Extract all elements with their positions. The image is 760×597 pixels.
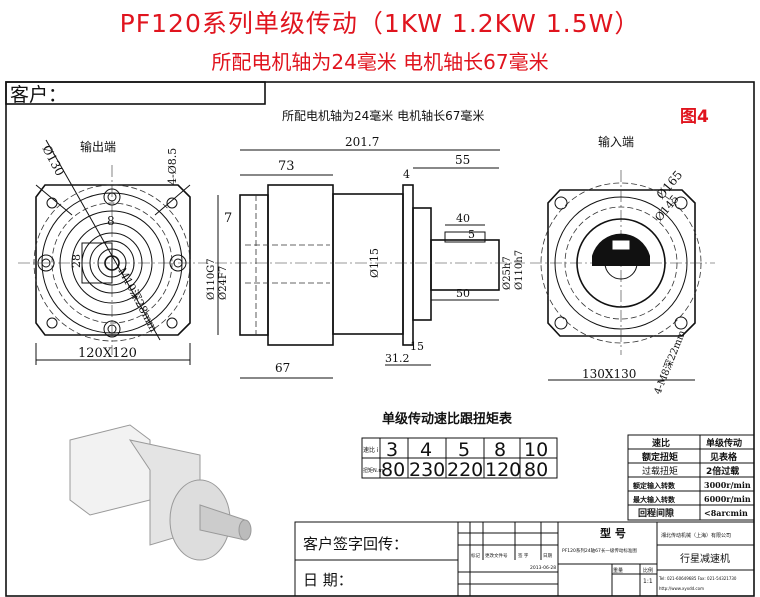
website: http://www.xyxdd.com	[659, 586, 704, 591]
key-width-dimension: 8	[107, 214, 115, 228]
input-size-dimension: 130X130	[582, 367, 636, 381]
drawing-name: PF120系列24轴67长一级传动标准图	[562, 547, 637, 554]
weight-label: 重量	[613, 567, 623, 574]
spec-value: 单级传动	[706, 437, 742, 449]
page-subtitle: 所配电机轴为24毫米 电机轴长67毫米	[211, 50, 549, 74]
tb-header: 签 字	[518, 552, 529, 559]
pcd-dimension: Ø130	[39, 143, 67, 178]
spec-value: <8arcmin	[704, 508, 748, 518]
torque-cell: 80	[524, 459, 548, 481]
spec-table: 速比 单级传动 额定扭矩 见表格 过载扭矩 2倍过载 额定输入转数 3000r/…	[627, 434, 755, 521]
spigot-110h7-dimension: Ø110h7	[514, 250, 525, 290]
spec-value: 见表格	[710, 451, 738, 463]
output-end-view: 输出端 Ø130 4-Ø8.5 8 28 M10深28mm 120X120	[18, 139, 207, 365]
spec-value: 2倍过载	[706, 465, 739, 477]
customer-box	[5, 81, 266, 105]
length-5-dimension: 5	[468, 228, 475, 241]
holes-dimension: 4-Ø8.5	[166, 148, 179, 185]
torque-cell: 230	[409, 459, 445, 481]
contact-info: Tel: 021-60649685 Fax: 021-54321730	[658, 576, 737, 581]
gearbox-isometric-image	[69, 424, 252, 561]
length-50-dimension: 50	[456, 287, 470, 300]
tb-date: 2013-06-28	[530, 565, 556, 571]
ratio-torque-table: 单级传动速比跟扭矩表 速比 i 扭矩N.m 3 4 5 8 10 80 230 …	[361, 411, 558, 481]
title-block: 客户签字回传： 日 期： 标记 更改文件号 签 字 日期 2013-06-28 …	[294, 521, 755, 597]
customer-sign-label: 客户签字回传：	[303, 535, 408, 553]
bore-110g7-dimension: Ø110G7	[206, 258, 217, 300]
input-end-label: 输入端	[598, 134, 634, 149]
spec-label: 最大输入转数	[633, 495, 676, 504]
spec-label: 速比	[652, 437, 670, 449]
total-length-dimension: 201.7	[345, 135, 379, 149]
body-115-dimension: Ø115	[368, 248, 381, 278]
side-view: 201.7 73 7 Ø110G7 Ø24F7 Ø115 67 55 4 40 …	[206, 135, 525, 379]
key-height-dimension: 28	[70, 254, 83, 268]
thread-dimension: M10深28mm	[115, 265, 160, 334]
ratio-cell: 3	[386, 439, 398, 461]
spec-label: 额定扭矩	[642, 451, 678, 463]
page-title: PF120系列单级传动（1KW 1.2KW 1.5W）	[119, 9, 641, 38]
tb-header: 标记	[471, 552, 480, 559]
length-73-dimension: 73	[278, 159, 295, 174]
product-name: 行星减速机	[680, 552, 730, 565]
length-31-2-dimension: 31.2	[385, 352, 410, 365]
length-15-dimension: 15	[410, 340, 424, 353]
motor-shaft-note: 所配电机轴为24毫米 电机轴长67毫米	[282, 108, 484, 123]
spec-label: 额定输入转数	[632, 481, 676, 490]
ratio-cell: 4	[420, 439, 432, 461]
torque-cell: 220	[447, 459, 483, 481]
length-4-dimension: 4	[403, 168, 410, 181]
company-name: 湘北传动机械（上海）有限公司	[661, 532, 731, 539]
bore-24f7-dimension: Ø24F7	[218, 266, 229, 300]
spec-value: 6000r/min	[704, 494, 751, 504]
length-40-dimension: 40	[456, 212, 470, 225]
torque-row-label: 扭矩N.m	[363, 467, 383, 474]
output-end-label: 输出端	[80, 139, 116, 154]
ratio-table-title: 单级传动速比跟扭矩表	[382, 411, 513, 427]
ratio-cell: 8	[494, 439, 506, 461]
tb-header: 更改文件号	[485, 552, 508, 559]
figure-number: 图4	[680, 107, 709, 127]
input-thread-dimension: 4-M8深22mm	[652, 328, 689, 396]
customer-label: 客户：	[10, 84, 67, 106]
spec-label: 过载扭矩	[642, 465, 678, 477]
ratio-row-label: 速比 i	[363, 446, 379, 454]
scale-value: 1:1	[643, 578, 653, 585]
shaft-25h7-dimension: Ø25h7	[502, 256, 513, 290]
spec-label: 回程间隙	[638, 507, 674, 519]
torque-cell: 80	[381, 459, 405, 481]
ratio-cell: 10	[524, 439, 548, 461]
tb-header: 日期	[543, 553, 552, 559]
length-55-dimension: 55	[455, 153, 470, 167]
input-end-view: 输入端 Ø165 Ø145 4-M8深22mm 130X130	[530, 134, 715, 396]
ratio-cell: 5	[458, 439, 470, 461]
date-label: 日 期：	[303, 571, 353, 589]
spec-value: 3000r/min	[704, 480, 751, 490]
scale-label: 比例	[643, 567, 653, 574]
torque-cell: 120	[485, 459, 521, 481]
length-67-dimension: 67	[275, 361, 290, 375]
output-size-dimension: 120X120	[78, 346, 137, 361]
model-label: 型 号	[600, 526, 626, 540]
length-7-dimension: 7	[224, 211, 232, 226]
